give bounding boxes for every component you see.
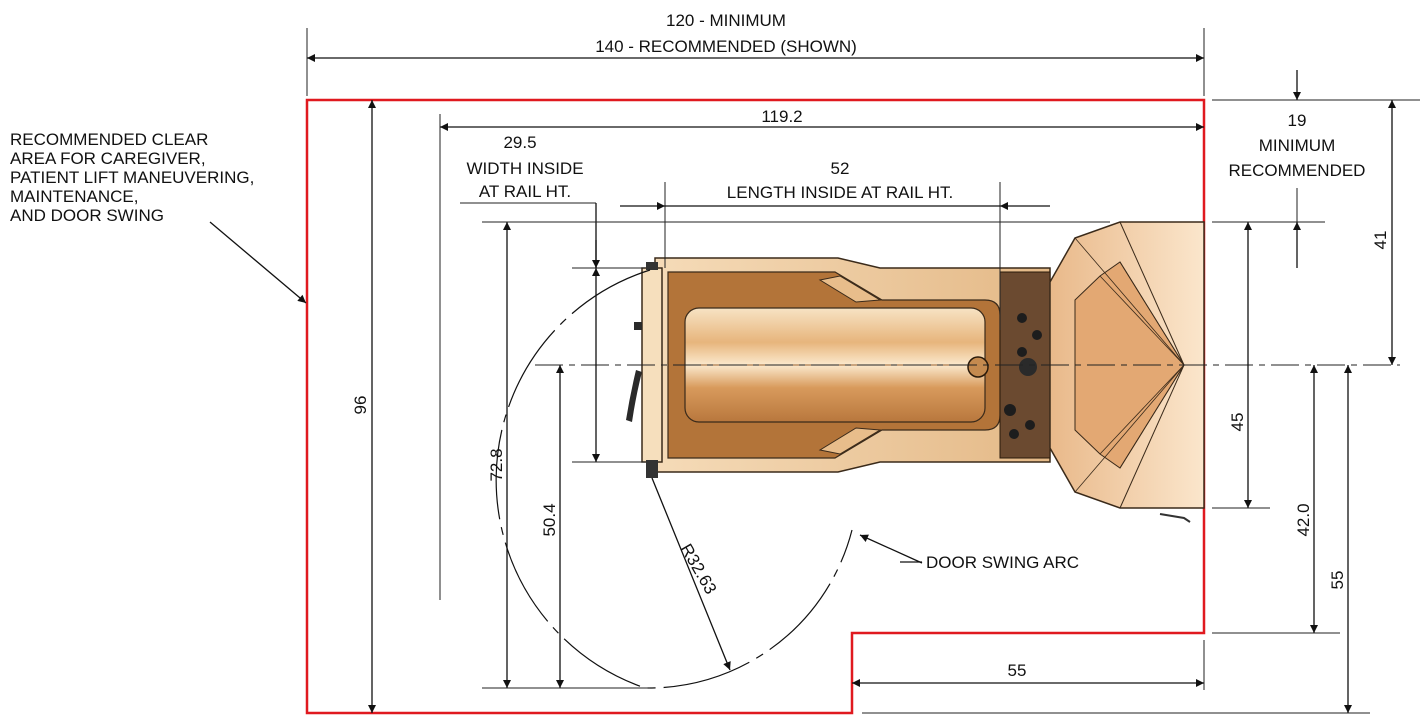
dim-50-4-label: 50.4 xyxy=(540,503,559,536)
dim-42-label: 42.0 xyxy=(1294,503,1313,536)
door-radius-label: R32.63 xyxy=(677,541,721,598)
dim-55-horizontal-label: 55 xyxy=(1008,661,1027,680)
note-line-3: PATIENT LIFT MANEUVERING, xyxy=(10,168,254,187)
dimension-55-vertical: 55 xyxy=(862,365,1370,714)
inner-length-dimension: 119.2 xyxy=(439,107,1204,600)
note-line-2: AREA FOR CAREGIVER, xyxy=(10,149,206,168)
dimension-41: 41 xyxy=(1371,100,1396,365)
dimension-50-4: 50.4 xyxy=(540,365,564,688)
dimension-96: 96 xyxy=(351,100,376,713)
width-recommended-label: 140 - RECOMMENDED (SHOWN) xyxy=(595,37,857,56)
min-recommended-value: 19 xyxy=(1288,111,1307,130)
dimension-45: 45 xyxy=(1212,222,1270,509)
door-swing-arc xyxy=(495,269,853,689)
length-inside-value: 52 xyxy=(831,159,850,178)
width-inside-label-1: WIDTH INSIDE xyxy=(466,159,583,178)
length-inside-dimension: 52 LENGTH INSIDE AT RAIL HT. xyxy=(620,159,1050,330)
dim-45-label: 45 xyxy=(1228,413,1247,432)
clear-area-boundary xyxy=(305,98,1206,715)
min-recommended-label-1: MINIMUM xyxy=(1259,136,1335,155)
dimension-55-horizontal: 55 xyxy=(852,640,1205,690)
dim-41-label: 41 xyxy=(1371,231,1390,250)
dim-96-label: 96 xyxy=(351,396,370,415)
note-line-5: AND DOOR SWING xyxy=(10,206,164,225)
dimension-42: 42.0 xyxy=(1212,365,1340,634)
door-swing-callout: DOOR SWING ARC xyxy=(859,534,1079,572)
min-recommended-dimension: 19 MINIMUM RECOMMENDED xyxy=(1212,70,1420,268)
width-inside-label-2: AT RAIL HT. xyxy=(479,182,571,201)
door-swing-label: DOOR SWING ARC xyxy=(926,553,1079,572)
width-inside-dimension: 29.5 WIDTH INSIDE AT RAIL HT. xyxy=(460,133,645,463)
overall-width-dimension: 120 - MINIMUM 140 - RECOMMENDED (SHOWN) xyxy=(306,11,1205,96)
dimension-72-8: 72.8 xyxy=(482,221,1110,689)
width-minimum-label: 120 - MINIMUM xyxy=(666,11,786,30)
clear-area-note: RECOMMENDED CLEAR AREA FOR CAREGIVER, PA… xyxy=(10,130,307,304)
note-line-4: MAINTENANCE, xyxy=(10,187,138,206)
length-inside-label: LENGTH INSIDE AT RAIL HT. xyxy=(727,183,953,202)
width-inside-value: 29.5 xyxy=(503,133,536,152)
dim-55-vertical-label: 55 xyxy=(1328,571,1347,590)
dim-72-8-label: 72.8 xyxy=(487,448,506,481)
bathtub-illustration xyxy=(626,221,1205,523)
min-recommended-label-2: RECOMMENDED xyxy=(1229,161,1366,180)
door-radius-dimension: R32.63 xyxy=(651,477,731,671)
note-line-1: RECOMMENDED CLEAR xyxy=(10,130,208,149)
inner-length-label: 119.2 xyxy=(761,107,802,126)
